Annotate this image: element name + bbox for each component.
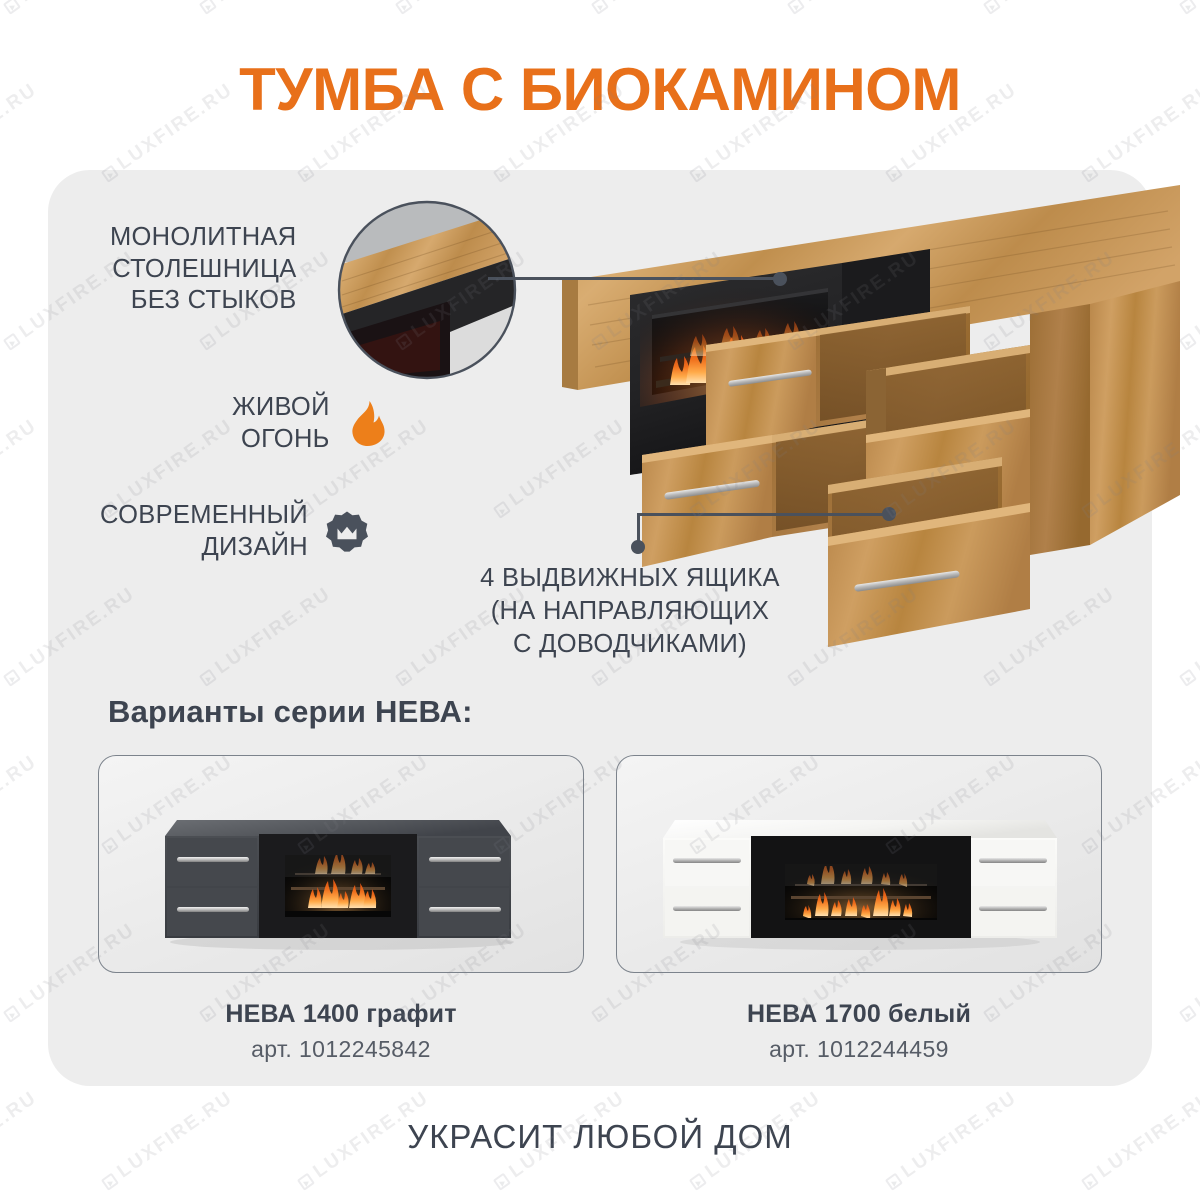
watermark-logo-icon [2, 668, 21, 687]
watermark-logo-icon [492, 1172, 511, 1191]
watermark-logo-icon [394, 0, 413, 15]
watermark-logo-icon [1080, 1172, 1099, 1191]
variants-heading: Варианты серии НЕВА: [108, 694, 473, 729]
callout-line-drawers-vertical [637, 513, 640, 547]
variant-image-neva-1400 [165, 820, 514, 950]
feature-label-modern-design: СОВРЕМЕННЫЙ ДИЗАЙН [100, 501, 308, 561]
hero-product-image [337, 185, 1180, 647]
watermark-logo-icon [100, 1172, 119, 1191]
watermark-luxfire: LUXFIRE.RU [392, 0, 532, 18]
variant-article-neva-1400: арт. 1012245842 [251, 1036, 431, 1062]
watermark-luxfire: LUXFIRE.RU [0, 415, 42, 522]
watermark-text: LUXFIRE.RU [604, 0, 728, 7]
watermark-luxfire: LUXFIRE.RU [1176, 0, 1200, 18]
feature-modern-design: СОВРЕМЕННЫЙ ДИЗАЙН [100, 500, 368, 563]
callout-dot-monolithic [773, 272, 787, 286]
watermark-text: LUXFIRE.RU [996, 0, 1120, 7]
flame-icon [352, 400, 385, 446]
page-title: ТУМБА С БИОКАМИНОМ [239, 56, 961, 123]
callout-dot-drawers-right [882, 507, 896, 521]
watermark-text: LUXFIRE.RU [1192, 0, 1200, 7]
watermark-logo-icon [1178, 0, 1197, 15]
watermark-logo-icon [296, 1172, 315, 1191]
callout-line-monolithic [488, 277, 780, 280]
feature-label-live-fire: ЖИВОЙ ОГОНЬ [232, 393, 330, 453]
variant-card-neva-1400[interactable] [98, 755, 584, 973]
watermark-text: LUXFIRE.RU [408, 0, 532, 7]
callout-dot-drawers-left [631, 540, 645, 554]
watermark-logo-icon [1178, 668, 1197, 687]
watermark-logo-icon [982, 0, 1001, 15]
watermark-luxfire: LUXFIRE.RU [980, 0, 1120, 18]
watermark-logo-icon [2, 332, 21, 351]
callout-line-drawers-horizontal [637, 513, 889, 516]
watermark-luxfire: LUXFIRE.RU [0, 751, 42, 858]
variant-image-neva-1700 [663, 820, 1057, 950]
watermark-text: LUXFIRE.RU [1191, 583, 1200, 679]
watermark-text: LUXFIRE.RU [1191, 247, 1200, 343]
watermark-text: LUXFIRE.RU [1191, 919, 1200, 1015]
watermark-luxfire: LUXFIRE.RU [1176, 919, 1200, 1026]
watermark-logo-icon [1178, 332, 1197, 351]
watermark-text: LUXFIRE.RU [800, 0, 924, 7]
watermark-logo-icon [2, 1004, 21, 1023]
watermark-luxfire: LUXFIRE.RU [784, 0, 924, 18]
watermark-luxfire: LUXFIRE.RU [0, 0, 140, 18]
variant-name-neva-1400: НЕВА 1400 графит [225, 1000, 457, 1028]
watermark-text: LUXFIRE.RU [0, 751, 42, 847]
variant-card-neva-1700[interactable] [616, 755, 1102, 973]
variant-caption-neva-1400: НЕВА 1400 графит арт. 1012245842 [98, 1000, 584, 1063]
watermark-luxfire: LUXFIRE.RU [196, 0, 336, 18]
watermark-text: LUXFIRE.RU [16, 0, 140, 7]
feature-live-fire: ЖИВОЙ ОГОНЬ [232, 392, 388, 455]
variant-caption-neva-1700: НЕВА 1700 белый арт. 1012244459 [616, 1000, 1102, 1063]
watermark-logo-icon [786, 0, 805, 15]
variant-article-neva-1700: арт. 1012244459 [769, 1036, 949, 1062]
drawers-caption: 4 ВЫДВИЖНЫХ ЯЩИКА (НА НАПРАВЛЯЮЩИХ С ДОВ… [480, 564, 780, 659]
feature-monolithic-top: МОНОЛИТНАЯ СТОЛЕШНИЦА БЕЗ СТЫКОВ [110, 222, 297, 317]
watermark-logo-icon [884, 1172, 903, 1191]
watermark-logo-icon [2, 0, 21, 15]
feature-label-monolithic: МОНОЛИТНАЯ СТОЛЕШНИЦА БЕЗ СТЫКОВ [110, 223, 297, 315]
watermark-logo-icon [198, 0, 217, 15]
watermark-luxfire: LUXFIRE.RU [588, 0, 728, 18]
watermark-text: LUXFIRE.RU [0, 415, 42, 511]
crown-badge-icon [326, 511, 368, 552]
variant-name-neva-1700: НЕВА 1700 белый [746, 1000, 972, 1028]
watermark-logo-icon [1178, 1004, 1197, 1023]
watermark-logo-icon [590, 0, 609, 15]
footer-slogan: УКРАСИТ ЛЮБОЙ ДОМ [407, 1118, 793, 1155]
watermark-logo-icon [688, 1172, 707, 1191]
magnifier-detail [337, 200, 517, 380]
watermark-text: LUXFIRE.RU [212, 0, 336, 7]
